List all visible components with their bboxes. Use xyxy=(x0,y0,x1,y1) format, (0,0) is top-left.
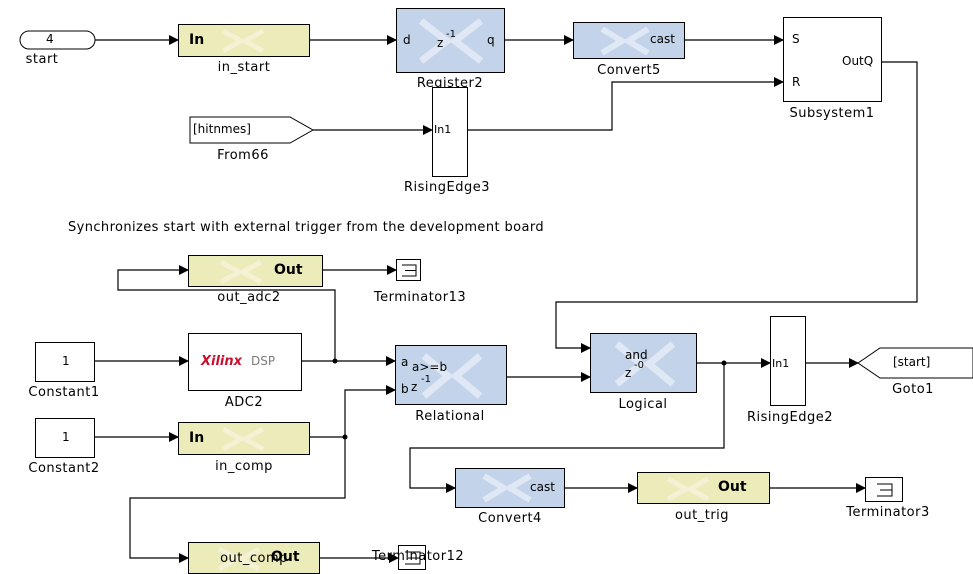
adc2-text1: Xilinx xyxy=(201,354,243,369)
risingedge2-block[interactable]: In1 xyxy=(770,316,806,406)
terminator12-block[interactable] xyxy=(398,545,426,570)
relational-op: a>=b xyxy=(412,360,448,374)
xilinx-logo-icon xyxy=(421,353,483,399)
risingedge3-text: In1 xyxy=(434,123,452,136)
constant2-label: Constant2 xyxy=(28,461,100,476)
risingedge2-text: In1 xyxy=(772,357,790,370)
constant1-value: 1 xyxy=(62,354,70,368)
xilinx-logo-icon xyxy=(600,27,650,55)
wire-logical-convert4 xyxy=(409,363,725,493)
convert5-label: Convert5 xyxy=(597,63,661,78)
logical-z: z xyxy=(625,366,632,380)
branch-point-in-comp xyxy=(342,434,348,440)
xilinx-logo-icon xyxy=(217,547,261,571)
start-label: start xyxy=(25,52,59,67)
risingedge3-label: RisingEdge3 xyxy=(403,180,491,195)
adc2-label: ADC2 xyxy=(224,395,264,410)
constant1-label: Constant1 xyxy=(28,385,100,400)
constant2-block[interactable]: 1 xyxy=(35,418,95,458)
in-comp-text: In xyxy=(189,430,205,446)
terminator13-block[interactable] xyxy=(396,259,421,281)
convert5-block[interactable]: cast xyxy=(573,22,685,59)
xilinx-logo-icon xyxy=(614,341,676,387)
relational-block[interactable]: a a>=b b z -1 xyxy=(395,345,507,405)
subsystem1-block[interactable]: S R OutQ xyxy=(783,17,882,102)
wire-adc2-branch xyxy=(117,265,336,361)
risingedge3-block[interactable]: In1 xyxy=(432,87,468,177)
out-adc2-text: Out xyxy=(274,262,303,278)
risingedge2-label: RisingEdge2 xyxy=(746,410,834,425)
branch-point-adc2 xyxy=(332,358,338,364)
convert5-text: cast xyxy=(650,32,675,46)
out-trig-text: Out xyxy=(718,479,747,495)
xilinx-logo-icon xyxy=(221,29,265,53)
terminator3-label: Terminator3 xyxy=(846,505,930,520)
wire-in-comp-relational xyxy=(310,385,396,438)
in-start-text: In xyxy=(189,32,205,48)
branch-points xyxy=(332,358,727,440)
in-comp-label: in_comp xyxy=(215,459,273,474)
constant1-block[interactable]: 1 xyxy=(35,342,95,382)
relational-z: z xyxy=(411,380,418,394)
relational-label: Relational xyxy=(415,409,485,424)
convert4-block[interactable]: cast xyxy=(455,468,565,508)
subsystem1-label: Subsystem1 xyxy=(789,106,875,121)
logical-exp: -0 xyxy=(634,360,644,371)
out-adc2-block[interactable]: Out xyxy=(188,255,323,287)
register2-d: d xyxy=(403,33,411,47)
branch-point-logical xyxy=(721,360,727,366)
register2-q: q xyxy=(487,33,495,47)
start-value: 4 xyxy=(46,32,54,46)
relational-exp: -1 xyxy=(421,374,431,385)
adc2-block[interactable]: Xilinx DSP xyxy=(188,333,302,391)
logical-op: and xyxy=(625,348,648,362)
xilinx-logo-icon xyxy=(221,427,265,451)
subsystem1-s: S xyxy=(792,32,800,46)
in-start-block[interactable]: In xyxy=(178,24,310,57)
goto1-block[interactable] xyxy=(857,347,973,379)
wire-risingedge3-subsystem-r xyxy=(468,77,784,131)
xilinx-logo-icon xyxy=(418,18,484,64)
synchronize-note: Synchronizes start with external trigger… xyxy=(68,220,545,235)
from66-text: [hitnmes] xyxy=(193,122,251,136)
from66-label: From66 xyxy=(217,148,269,163)
xilinx-logo-icon xyxy=(482,474,532,502)
register2-z: z xyxy=(437,36,444,50)
terminator13-label: Terminator13 xyxy=(373,290,467,305)
terminator3-block[interactable] xyxy=(865,477,903,502)
terminator-icon xyxy=(402,264,417,277)
out-adc2-label: out_adc2 xyxy=(217,290,281,305)
out-comp-text: Out xyxy=(271,549,300,565)
constant2-value: 1 xyxy=(62,430,70,444)
terminator12-label: Terminator12 xyxy=(371,549,465,564)
register2-exp: -1 xyxy=(446,29,456,40)
start-block[interactable] xyxy=(19,30,96,50)
convert4-text: cast xyxy=(530,480,555,494)
from66-block[interactable] xyxy=(189,116,315,144)
xilinx-logo-icon xyxy=(666,477,710,501)
xilinx-logo-icon xyxy=(219,260,263,284)
in-comp-block[interactable]: In xyxy=(178,422,310,455)
subsystem1-out: OutQ xyxy=(842,54,874,68)
out-trig-block[interactable]: Out xyxy=(637,472,770,504)
signal-lines xyxy=(95,35,918,563)
goto1-text: [start] xyxy=(893,355,931,369)
out-trig-label: out_trig xyxy=(674,508,730,523)
logical-block[interactable]: and z -0 xyxy=(590,333,697,393)
relational-b: b xyxy=(401,382,409,396)
subsystem1-r: R xyxy=(792,75,801,89)
out-comp-label: out_comp xyxy=(220,551,288,566)
relational-a: a xyxy=(401,355,409,369)
in-start-label: in_start xyxy=(217,60,271,75)
wire-subsystem-logical xyxy=(555,61,918,353)
terminator-icon xyxy=(405,551,421,565)
terminator-icon xyxy=(877,483,893,497)
goto1-label: Goto1 xyxy=(892,382,934,397)
logical-label: Logical xyxy=(618,397,668,412)
wire-in-comp-branch xyxy=(129,437,346,563)
register2-block[interactable]: d z -1 q xyxy=(396,8,505,73)
convert4-label: Convert4 xyxy=(478,511,542,526)
adc2-text2: DSP xyxy=(251,354,276,368)
